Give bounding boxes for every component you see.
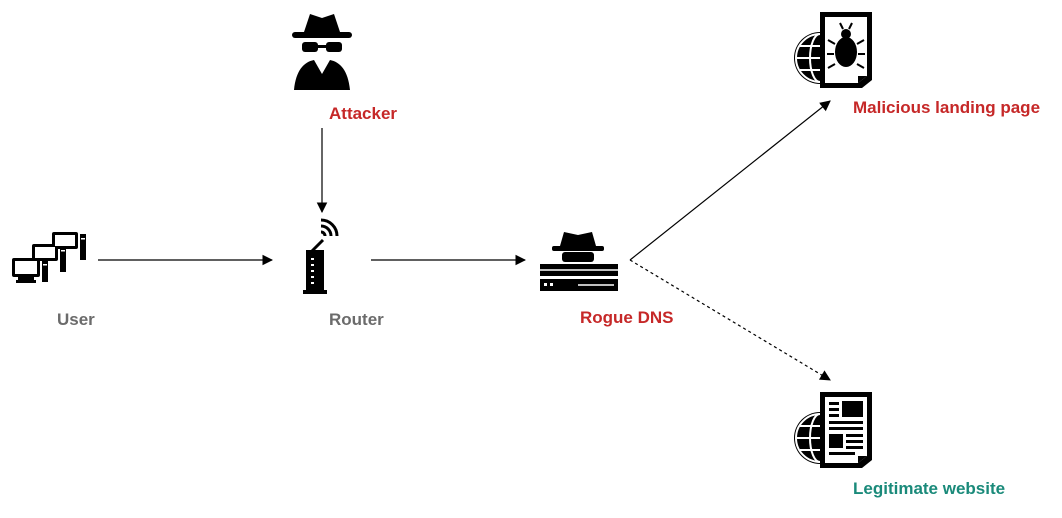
edge-rogue-dns-malicious — [629, 100, 831, 261]
edge-rogue-dns-legit — [629, 259, 831, 381]
spy-server-icon — [538, 228, 620, 297]
wifi-router-icon — [299, 218, 349, 303]
computers-icon — [10, 230, 88, 291]
user-label: User — [57, 310, 95, 329]
web-page-icon — [790, 388, 876, 475]
web-page-bug-icon — [790, 8, 876, 95]
router-label: Router — [329, 310, 384, 329]
legit-site-label: Legitimate website — [853, 479, 1006, 498]
attacker-label: Attacker — [329, 104, 398, 123]
malicious-page-label: Malicious landing page — [853, 98, 1041, 117]
spy-icon — [290, 10, 354, 97]
rogue-dns-label: Rogue DNS — [580, 308, 674, 327]
